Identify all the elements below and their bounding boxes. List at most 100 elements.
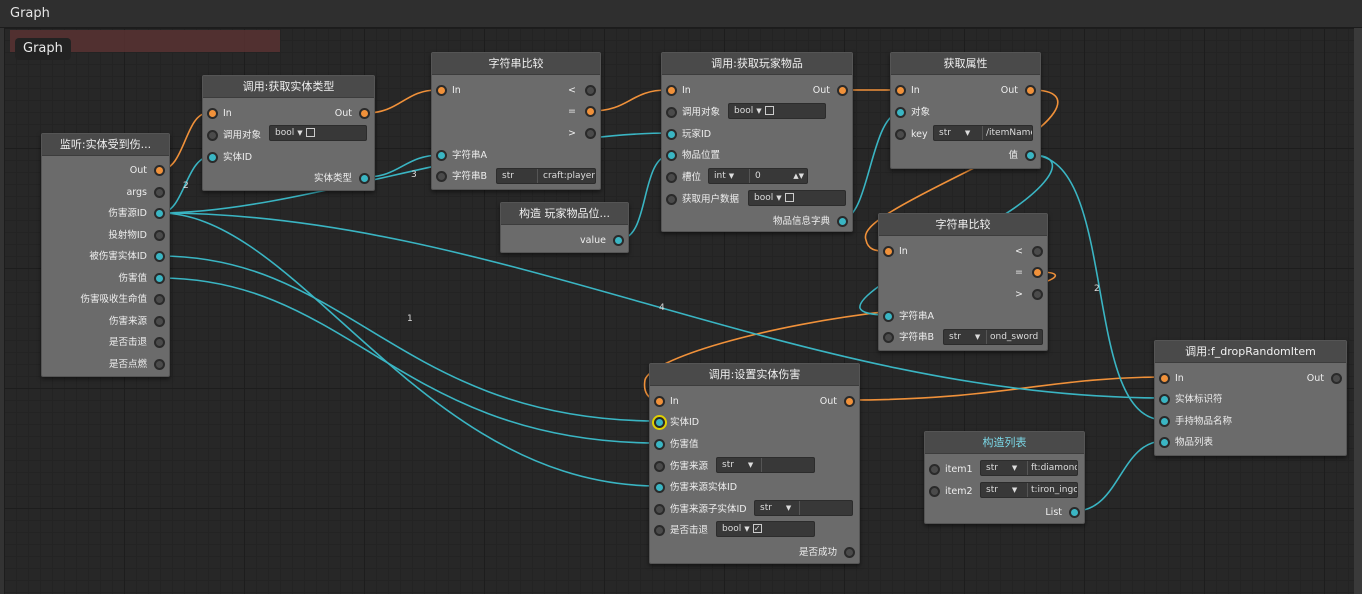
child-input[interactable]: str▼ xyxy=(754,500,853,516)
list-pin[interactable] xyxy=(1069,507,1080,518)
node-get-entity-type[interactable]: 调用:获取实体类型 In Out 调用对象 bool▼ 实体ID 实体类型 xyxy=(202,75,375,191)
b-pin[interactable] xyxy=(436,171,447,182)
in-pin[interactable] xyxy=(1159,373,1170,384)
b-pin[interactable] xyxy=(883,332,894,343)
a-pin[interactable] xyxy=(436,150,447,161)
item2-pin[interactable] xyxy=(929,486,940,497)
list-label: 物品列表 xyxy=(1175,437,1214,448)
checkbox[interactable] xyxy=(305,128,315,137)
item2-input[interactable]: str▼t:iron_ingot xyxy=(980,482,1078,498)
item1-pin[interactable] xyxy=(929,464,940,475)
left-edge xyxy=(0,28,4,594)
src-pin[interactable] xyxy=(654,461,665,472)
entity-pin[interactable] xyxy=(1159,394,1170,405)
success-pin[interactable] xyxy=(844,547,855,558)
lt-pin[interactable] xyxy=(585,85,596,96)
args-pin[interactable] xyxy=(154,187,165,198)
target-type-select[interactable]: bool▼ xyxy=(728,103,826,119)
entity-pin[interactable] xyxy=(654,417,665,428)
obj-pin[interactable] xyxy=(895,107,906,118)
srcid-pin[interactable] xyxy=(654,482,665,493)
src-id-pin[interactable] xyxy=(154,208,165,219)
key-pin[interactable] xyxy=(895,129,906,140)
list-pin[interactable] xyxy=(1159,437,1170,448)
knock-label: 是否击退 xyxy=(108,337,147,348)
player-pin[interactable] xyxy=(666,129,677,140)
checkbox[interactable] xyxy=(764,106,774,115)
node-get-player-item[interactable]: 调用:获取玩家物品 In Out 调用对象 bool▼ 玩家ID 物品位置 槽位… xyxy=(661,52,853,232)
out-pin[interactable] xyxy=(359,108,370,119)
eq-pin[interactable] xyxy=(1032,267,1043,278)
target-label: 调用对象 xyxy=(682,107,721,118)
gt-pin[interactable] xyxy=(1032,289,1043,300)
checkbox-checked[interactable]: ✓ xyxy=(752,524,762,533)
in-pin[interactable] xyxy=(895,85,906,96)
hand-pin[interactable] xyxy=(1159,416,1170,427)
key-input[interactable]: str▼/itemName xyxy=(933,125,1033,141)
src-input[interactable]: str▼ xyxy=(716,457,815,473)
checkbox[interactable] xyxy=(784,193,794,202)
userdata-pin[interactable] xyxy=(666,194,677,205)
entity-pin[interactable] xyxy=(207,152,218,163)
a-label: 字符串A xyxy=(452,150,487,161)
item1-label: item1 xyxy=(945,464,973,475)
userdata-select[interactable]: bool▼ xyxy=(748,190,846,206)
child-pin[interactable] xyxy=(654,504,665,515)
out-pin[interactable] xyxy=(1331,373,1342,384)
target-pin[interactable] xyxy=(666,107,677,118)
in-pin[interactable] xyxy=(883,246,894,257)
knock-pin[interactable] xyxy=(154,337,165,348)
node-listen-entity-hurt[interactable]: 监听:实体受到伤... Out args 伤害源ID 投射物ID 被伤害实体ID… xyxy=(41,133,170,377)
absorb-pin[interactable] xyxy=(154,294,165,305)
pos-pin[interactable] xyxy=(666,150,677,161)
right-scrollbar[interactable] xyxy=(1354,28,1362,594)
ignite-pin[interactable] xyxy=(154,359,165,370)
in-pin[interactable] xyxy=(654,396,665,407)
dmg-pin[interactable] xyxy=(654,439,665,450)
slot-pin[interactable] xyxy=(666,172,677,183)
out-pin[interactable] xyxy=(154,165,165,176)
lt-pin[interactable] xyxy=(1032,246,1043,257)
hurt-id-pin[interactable] xyxy=(154,251,165,262)
damage-pin[interactable] xyxy=(154,273,165,284)
cause-pin[interactable] xyxy=(154,316,165,327)
node-string-compare-2[interactable]: 字符串比较 In < = > 字符串A 字符串B str▼ond_sword xyxy=(878,213,1048,351)
out-pin[interactable] xyxy=(844,396,855,407)
ignite-label: 是否点燃 xyxy=(108,359,147,370)
item1-input[interactable]: str▼ft:diamond xyxy=(980,460,1078,476)
out-pin[interactable] xyxy=(1025,85,1036,96)
in-label: In xyxy=(452,85,461,96)
key-label: key xyxy=(911,129,928,140)
target-pin[interactable] xyxy=(207,130,218,141)
out-pin[interactable] xyxy=(837,85,848,96)
eq-label: = xyxy=(568,106,576,117)
knock-select[interactable]: bool▼✓ xyxy=(716,521,815,537)
node-build-list[interactable]: 构造列表 item1 str▼ft:diamond item2 str▼t:ir… xyxy=(924,431,1085,524)
gt-pin[interactable] xyxy=(585,128,596,139)
node-get-attribute[interactable]: 获取属性 In Out 对象 key str▼/itemName 值 xyxy=(890,52,1041,169)
in-pin[interactable] xyxy=(666,85,677,96)
in-pin[interactable] xyxy=(207,108,218,119)
value-pin[interactable] xyxy=(613,235,624,246)
slot-input[interactable]: int▼0▲▼ xyxy=(708,168,808,184)
result-pin[interactable] xyxy=(837,216,848,227)
target-type-select[interactable]: bool▼ xyxy=(269,125,367,141)
a-label: 字符串A xyxy=(899,311,934,322)
in-pin[interactable] xyxy=(436,85,447,96)
node-build-item-pos[interactable]: 构造 玩家物品位... value xyxy=(500,202,629,253)
knock-pin[interactable] xyxy=(654,525,665,536)
result-pin[interactable] xyxy=(359,173,370,184)
value-pin[interactable] xyxy=(1025,150,1036,161)
eq-pin[interactable] xyxy=(585,106,596,117)
node-drop-random-item[interactable]: 调用:f_dropRandomItem In Out 实体标识符 手持物品名称 … xyxy=(1154,340,1347,456)
cause-label: 伤害来源 xyxy=(108,316,147,327)
node-set-entity-damage[interactable]: 调用:设置实体伤害 In Out 实体ID 伤害值 伤害来源 str▼ 伤害来源… xyxy=(649,363,860,564)
gt-label: > xyxy=(1015,289,1023,300)
lt-label: < xyxy=(1015,246,1023,257)
window-titlebar: Graph xyxy=(0,0,1362,28)
b-input[interactable]: str▼ond_sword xyxy=(943,329,1043,345)
proj-id-pin[interactable] xyxy=(154,230,165,241)
a-pin[interactable] xyxy=(883,311,894,322)
